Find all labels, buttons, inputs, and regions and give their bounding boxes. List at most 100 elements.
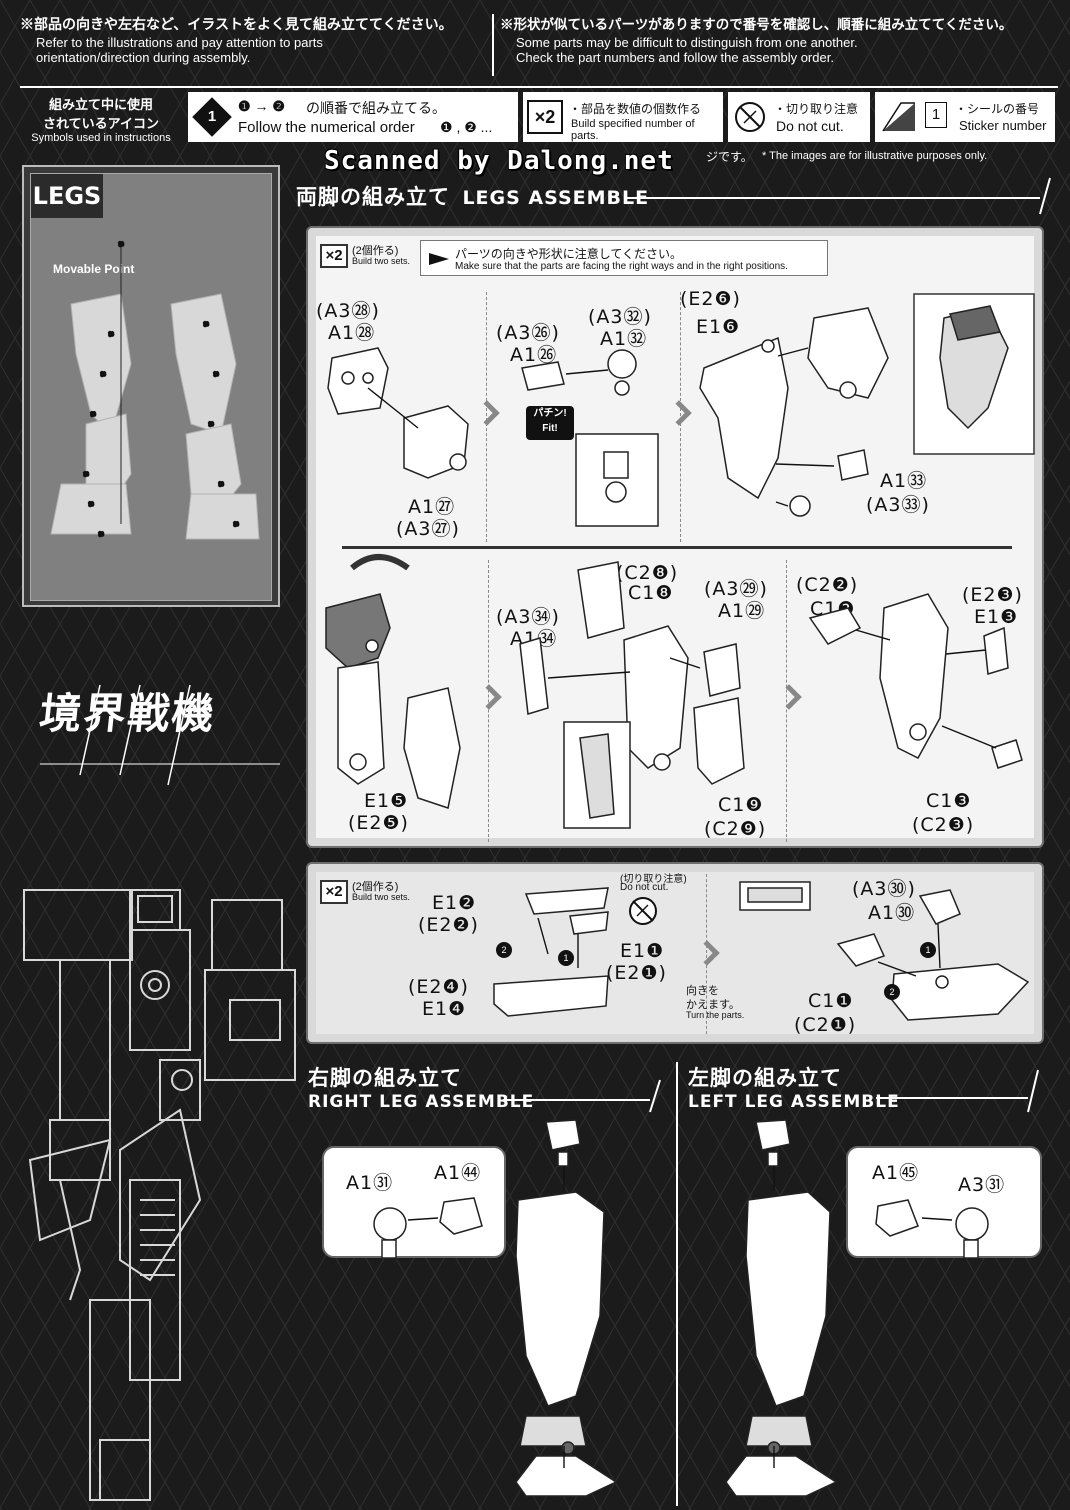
main-title-en: LEGS ASSEMBLE bbox=[462, 187, 650, 209]
fit-en: Fit! bbox=[542, 423, 558, 434]
sticker-icon bbox=[882, 102, 915, 132]
header-right-en1: Some parts may be difficult to distingui… bbox=[516, 35, 858, 50]
right-leg-rule bbox=[504, 1079, 661, 1113]
part-e1-6: E1❻ bbox=[696, 316, 741, 338]
step1-x2-badge: ×2 bbox=[320, 244, 348, 268]
scan-watermark: Scanned by Dalong.net bbox=[324, 146, 674, 176]
step1-note-en: Make sure that the parts are facing the … bbox=[455, 261, 788, 272]
part-c1-8: C1❽ bbox=[628, 582, 674, 604]
part-a3-31: A3㉛ bbox=[958, 1174, 1006, 1196]
part-a1-27: A1㉗ bbox=[408, 496, 456, 518]
header-left-note: ※部品の向きや左右など、イラストをよく見て組み立ててください。 Refer to… bbox=[20, 16, 488, 65]
x2-icon: ×2 bbox=[527, 100, 563, 134]
step2-cut-en: Do not cut. bbox=[620, 882, 669, 893]
symbols-label: 組み立て中に使用 されているアイコン Symbols used in instr… bbox=[20, 90, 182, 144]
main-title-jp: 両脚の組み立て bbox=[296, 186, 450, 209]
header-right-en2: Check the part numbers and follow the as… bbox=[516, 50, 834, 65]
step1-col-divider-4 bbox=[786, 560, 787, 842]
fit-jp: パチン! bbox=[533, 408, 567, 419]
step1-note-jp: パーツの向きや形状に注意してください。 bbox=[455, 247, 683, 261]
step2-build-en: Build two sets. bbox=[352, 892, 411, 902]
left-leg-title: 左脚の組み立て LEFT LEG ASSEMBLE bbox=[688, 1062, 900, 1112]
symbols-label-en: Symbols used in instructions bbox=[31, 132, 171, 144]
main-title-rule bbox=[626, 177, 1051, 215]
order-tail: ❶ , ❷ ... bbox=[440, 119, 493, 135]
step2-col-divider bbox=[706, 874, 707, 1034]
step2-cut-jp: (切り取り注意) bbox=[620, 874, 687, 885]
legs-side-panel: LEGS Movable Point bbox=[22, 165, 280, 607]
step1-panel: ×2 (2個作る) Build two sets. パーツの向きや形状に注意して… bbox=[306, 226, 1044, 848]
left-leg-inset-parts bbox=[875, 1199, 989, 1259]
part-e1-2: E1❷ bbox=[432, 892, 477, 914]
right-leg-title: 右脚の組み立て RIGHT LEG ASSEMBLE bbox=[308, 1062, 534, 1112]
svg-text:2: 2 bbox=[501, 945, 506, 955]
part-e1-1: E1❶ bbox=[620, 940, 665, 962]
legs-preview-image bbox=[50, 240, 260, 540]
no-cut-icon bbox=[735, 102, 765, 132]
part-a1-30: A1㉚ bbox=[868, 902, 916, 924]
main-title: 両脚の組み立て LEGS ASSEMBLE bbox=[296, 181, 649, 211]
left-leg-title-jp: 左脚の組み立て bbox=[688, 1067, 842, 1090]
part-a3-33: (A3㉝) bbox=[866, 494, 930, 516]
part-a1-55: A1㊺ bbox=[872, 1162, 920, 1184]
step1-build-jp: (2個作る) bbox=[352, 245, 399, 257]
part-c2-9: (C2❾) bbox=[704, 818, 767, 840]
header-left-en2: orientation/direction during assembly. bbox=[36, 50, 251, 65]
step1-col-divider-1 bbox=[486, 292, 487, 542]
symbols-bar: 組み立て中に使用 されているアイコン Symbols used in instr… bbox=[20, 86, 1058, 144]
part-a1-28: A1㉘ bbox=[328, 322, 376, 344]
part-a3-34: (A3㉞) bbox=[496, 606, 560, 628]
step1-part-drawings bbox=[325, 293, 1035, 829]
step1-note-box: パーツの向きや形状に注意してください。 Make sure that the p… bbox=[420, 240, 828, 276]
header-left-jp: ※部品の向きや左右など、イラストをよく見て組み立ててください。 bbox=[20, 16, 453, 32]
order-jp: の順番で組み立てる。 bbox=[306, 100, 446, 116]
step2-panel: ×2 (2個作る) Build two sets. (切り取り注意) Do no… bbox=[306, 862, 1044, 1044]
symbols-label-jp1: 組み立て中に使用 bbox=[48, 97, 153, 112]
part-a1-29: A1㉙ bbox=[718, 600, 766, 622]
cut-jp: ・切り取り注意 bbox=[774, 102, 859, 116]
left-leg-rule bbox=[876, 1069, 1039, 1113]
svg-text:2: 2 bbox=[889, 987, 894, 997]
left-leg-panel: A1㊺ A3㉛ bbox=[686, 1116, 1058, 1506]
part-a1-31: A1㉛ bbox=[346, 1172, 394, 1194]
part-a1-54: A1㊹ bbox=[434, 1162, 482, 1184]
header-right-note: ※形状が似ているパーツがありますので番号を確認し、順番に組み立ててください。 S… bbox=[500, 16, 1060, 65]
part-a3-29: (A3㉙) bbox=[704, 578, 768, 600]
part-e2-6: (E2❻) bbox=[680, 288, 741, 310]
step2-x2-badge: ×2 bbox=[320, 880, 348, 904]
x2-en: Build specified number of parts. bbox=[571, 118, 695, 142]
scan-jp-tail: ジです。 bbox=[706, 150, 753, 164]
part-c2-8: (C2❽) bbox=[616, 562, 679, 584]
part-a3-26: (A3㉖) bbox=[496, 322, 560, 344]
part-e1-5: E1❺ bbox=[364, 790, 409, 812]
cut-en: Do not cut. bbox=[776, 118, 844, 134]
legs-preview-area: LEGS Movable Point bbox=[30, 173, 272, 601]
part-e2-3: (E2❸) bbox=[962, 584, 1023, 606]
step1-row-divider bbox=[342, 546, 1012, 549]
part-a3-32: (A3㉜) bbox=[588, 306, 652, 328]
left-leg-title-en: LEFT LEG ASSEMBLE bbox=[688, 1092, 900, 1112]
movable-point-label: Movable Point bbox=[53, 262, 135, 276]
part-a1-26: A1㉖ bbox=[510, 344, 558, 366]
legs-tag: LEGS bbox=[31, 174, 103, 218]
left-leg-inset: A1㊺ A3㉛ bbox=[846, 1146, 1042, 1259]
order-number: 1 bbox=[207, 108, 217, 125]
sticker-en: Sticker number bbox=[959, 118, 1047, 133]
logo-slash-lines bbox=[40, 684, 280, 786]
part-a3-30: (A3㉚) bbox=[852, 878, 916, 900]
part-e2-5: (E2❺) bbox=[348, 812, 409, 834]
left-leg-drawing bbox=[725, 1119, 838, 1497]
part-a1-32: A1㉜ bbox=[600, 328, 648, 350]
step2-no-cut-icon bbox=[629, 897, 657, 925]
symbol-x2-box: ×2 ・部品を数値の個数作る Build specified number of… bbox=[523, 92, 723, 142]
part-c1-9: C1❾ bbox=[718, 794, 764, 816]
part-c2-1: (C2❶) bbox=[794, 1014, 857, 1036]
sticker-number-icon: 1 bbox=[925, 102, 947, 128]
right-leg-title-en: RIGHT LEG ASSEMBLE bbox=[308, 1092, 535, 1112]
step1-build-en: Build two sets. bbox=[352, 256, 411, 266]
turn-jp2: かえます。 bbox=[686, 999, 740, 1011]
right-leg-panel: A1㉛ A1㊹ bbox=[306, 1116, 672, 1506]
part-e2-1: (E2❶) bbox=[606, 962, 667, 984]
step2-part-drawings: 21 12 bbox=[493, 881, 1030, 1021]
header-right-jp: ※形状が似ているパーツがありますので番号を確認し、順番に組み立ててください。 bbox=[500, 17, 1013, 32]
